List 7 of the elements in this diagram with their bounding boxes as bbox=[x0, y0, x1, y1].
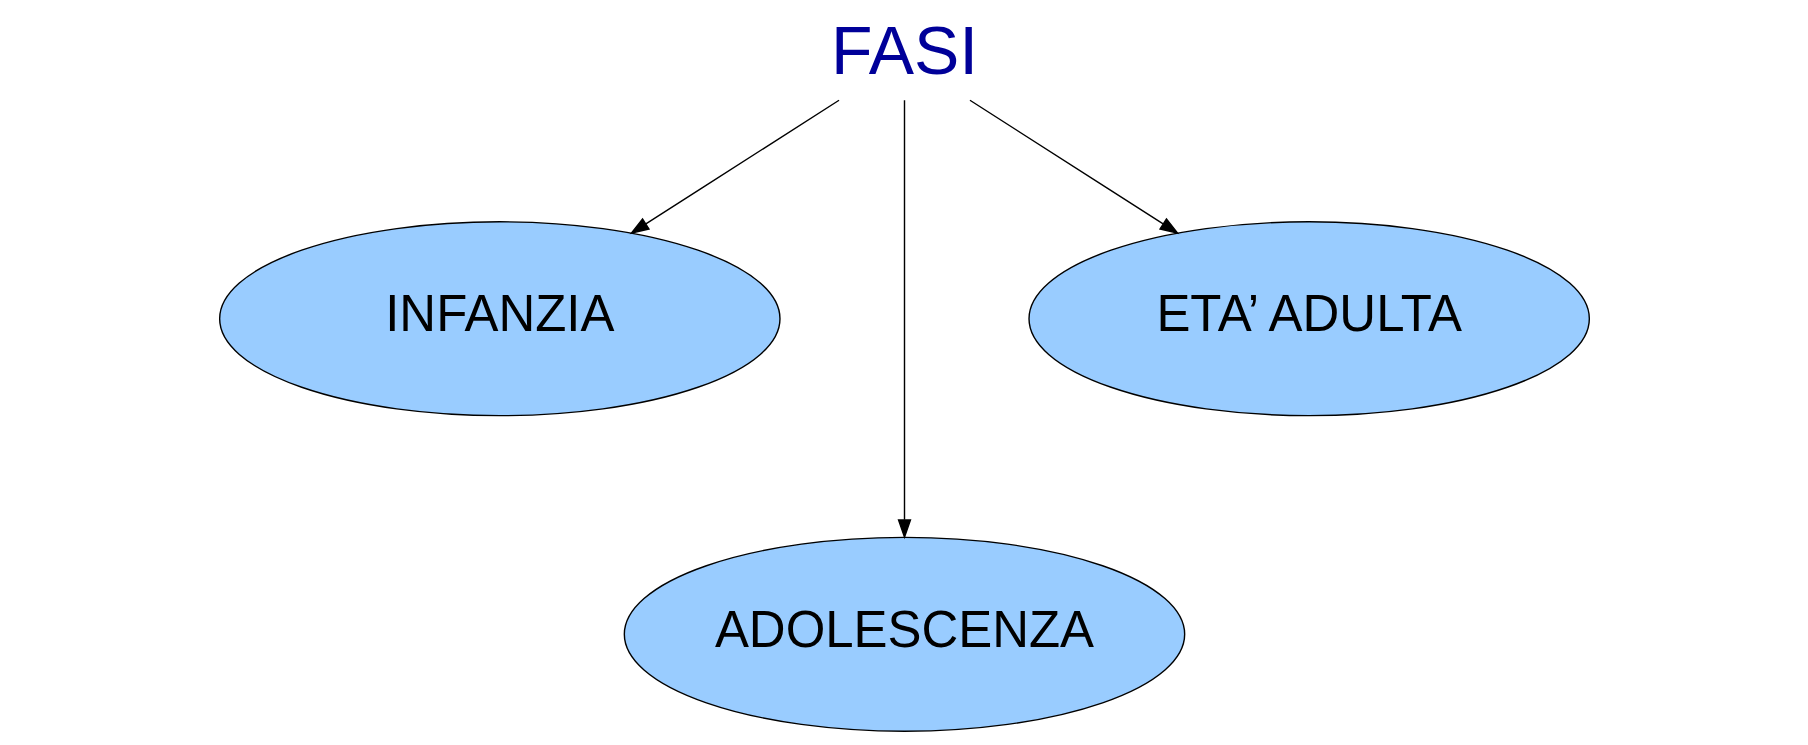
node-ellipse: ETA’ ADULTA bbox=[1027, 221, 1590, 417]
arrow bbox=[897, 99, 911, 540]
node-ellipse: ADOLESCENZA bbox=[623, 536, 1185, 732]
arrow bbox=[968, 99, 1179, 235]
node-text: FASI bbox=[830, 12, 978, 88]
node-ellipse: INFANZIA bbox=[218, 221, 781, 417]
arrow bbox=[629, 99, 840, 235]
